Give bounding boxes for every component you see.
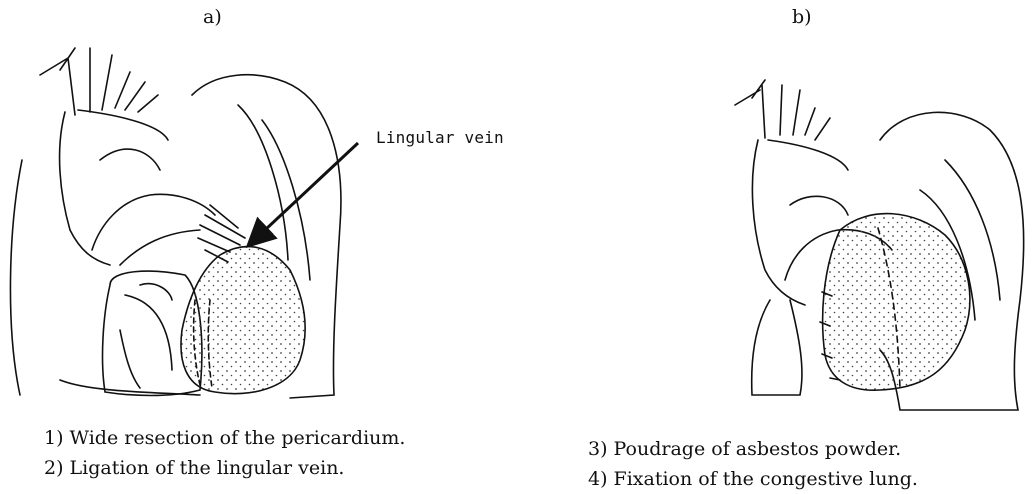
aorta-b bbox=[752, 140, 805, 305]
heart-inner bbox=[120, 284, 172, 388]
caption-step-3: 3) Poudrage of asbestos powder. bbox=[588, 434, 918, 464]
callout-arrow bbox=[250, 143, 358, 244]
fixed-lingula bbox=[823, 214, 970, 391]
panel-a-drawing bbox=[10, 48, 340, 398]
panel-b-captions: 3) Poudrage of asbestos powder. 4) Fixat… bbox=[588, 434, 918, 494]
panel-a-captions: 1) Wide resection of the pericardium. 2)… bbox=[44, 423, 405, 483]
caption-step-1: 1) Wide resection of the pericardium. bbox=[44, 423, 405, 453]
aortic-arch bbox=[78, 110, 168, 170]
panel-b-drawing bbox=[735, 80, 1024, 410]
caption-step-2: 2) Ligation of the lingular vein. bbox=[44, 453, 405, 483]
aorta bbox=[60, 112, 110, 265]
lingula bbox=[181, 247, 305, 394]
chest-outline-base bbox=[60, 380, 200, 395]
heart-outline-b bbox=[752, 300, 802, 395]
caption-step-4: 4) Fixation of the congestive lung. bbox=[588, 464, 918, 494]
aortic-arch-b bbox=[768, 140, 848, 215]
pulmonary-trunk bbox=[92, 194, 215, 265]
aortic-branches-b bbox=[735, 80, 830, 140]
lingular-vein-annotation: Lingular vein bbox=[376, 128, 504, 147]
chest-outline-left bbox=[10, 160, 22, 395]
aortic-branches bbox=[40, 48, 158, 115]
